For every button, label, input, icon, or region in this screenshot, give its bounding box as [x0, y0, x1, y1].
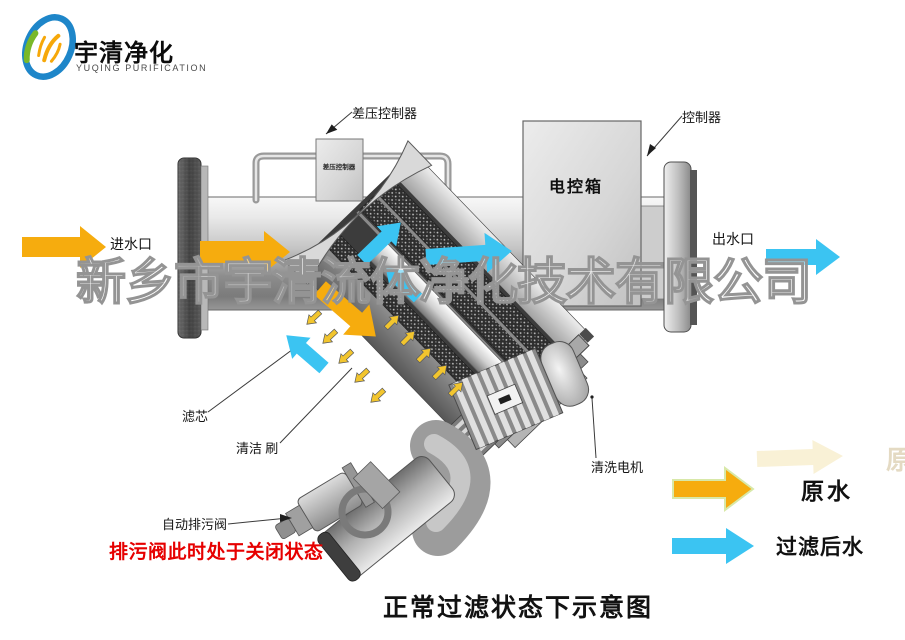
- label-cleaning-motor: 清洗电机: [591, 460, 644, 475]
- ghost-arrow: [756, 440, 843, 475]
- legend-raw-water-label: 原水: [801, 479, 853, 504]
- logo-english-name: YUQING PURIFICATION: [76, 63, 208, 73]
- legend-raw-arrow: [672, 466, 755, 512]
- flow-arrows: [22, 222, 840, 403]
- watermark-text: 新乡市宇清流体净化技术有限公司: [75, 253, 812, 310]
- label-outlet: 出水口: [712, 233, 754, 248]
- label-dp-box-small: 差压控制器: [322, 164, 356, 171]
- ghost-watermark-char: 原: [886, 446, 905, 475]
- electric-control-box: [522, 120, 642, 307]
- label-control-box: 电控箱: [549, 179, 604, 196]
- legend-filtered-arrow: [672, 528, 754, 564]
- tiny-raw-arrows-right: [383, 314, 464, 398]
- label-controller: 控制器: [682, 110, 722, 125]
- filtered-outlet-arrow: [766, 239, 840, 275]
- raw-inlet-arrow: [22, 226, 106, 268]
- pipe-saddle: [283, 139, 433, 286]
- filtered-lower-arrow: [286, 335, 329, 374]
- filtered-up-arrow: [357, 222, 401, 266]
- logo-chinese-name: 宇清净化: [74, 40, 174, 67]
- filtered-pipe-arrow: [425, 232, 512, 273]
- label-filter-element: 滤芯: [182, 409, 209, 424]
- raw-pipe-arrow: [200, 231, 290, 273]
- diagram-caption: 正常过滤状态下示意图: [383, 595, 654, 622]
- legend: [672, 440, 843, 564]
- filtered-upleft-arrow: [385, 267, 423, 303]
- dp-controller-box: [315, 138, 364, 202]
- filter-cartridges: [323, 178, 564, 422]
- motor-end-cap: [540, 341, 590, 407]
- cleaning-motor: [448, 341, 590, 451]
- tiny-raw-arrows-left: [306, 309, 387, 403]
- label-drain-valve: 自动排污阀: [162, 517, 228, 532]
- drain-elbow: [410, 420, 491, 556]
- raw-into-filter-arrow: [314, 281, 376, 337]
- logo-icon: [22, 14, 76, 80]
- label-dp-controller: 差压控制器: [352, 106, 418, 121]
- legend-filtered-water-label: 过滤后水: [776, 535, 864, 559]
- valve-status-note: 排污阀此时处于关闭状态: [109, 542, 324, 563]
- leader-arrowheads: [280, 124, 656, 522]
- label-cleaning-brush: 清洁 刷: [236, 441, 279, 456]
- label-inlet: 进水口: [110, 238, 152, 253]
